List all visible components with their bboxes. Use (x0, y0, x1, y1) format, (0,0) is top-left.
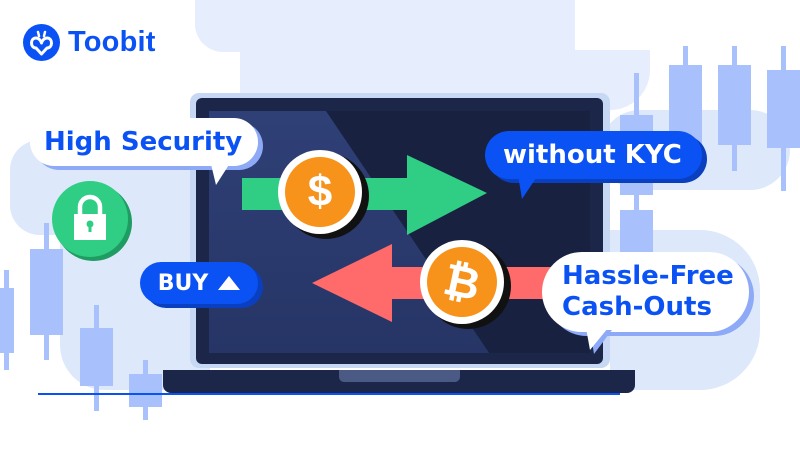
toobit-bee-logo-icon (23, 24, 60, 61)
without-kyc-bubble-tail (518, 175, 538, 199)
triangle-up-icon (218, 276, 241, 290)
dollar-sign-icon: $ (307, 167, 333, 216)
buy-label: BUY (157, 270, 209, 296)
without-kyc-label: without KYC (503, 140, 682, 170)
hassle-free-badge: Hassle-Free Cash-Outs (542, 252, 749, 332)
hassle-free-line2: Cash-Outs (562, 292, 712, 322)
bitcoin-icon: ₿ (439, 253, 485, 311)
laptop-trackpad (339, 370, 460, 382)
without-kyc-badge: without KYC (485, 131, 702, 179)
baseline (38, 393, 620, 395)
buy-button[interactable]: BUY (140, 262, 258, 304)
lock-badge (52, 181, 132, 261)
high-security-bubble-tail (210, 160, 232, 185)
hassle-free-bubble-tail (586, 328, 608, 350)
brand-logo[interactable]: Toobit (23, 24, 156, 61)
background-cloud-top-main (240, 0, 575, 95)
bitcoin-coin: ₿ (420, 240, 512, 332)
dollar-coin: $ (278, 150, 370, 242)
high-security-badge: High Security (30, 118, 259, 166)
hassle-free-line1: Hassle-Free (562, 261, 734, 291)
padlock-icon (74, 194, 106, 240)
brand-name: Toobit (68, 26, 156, 58)
high-security-label: High Security (44, 127, 243, 157)
